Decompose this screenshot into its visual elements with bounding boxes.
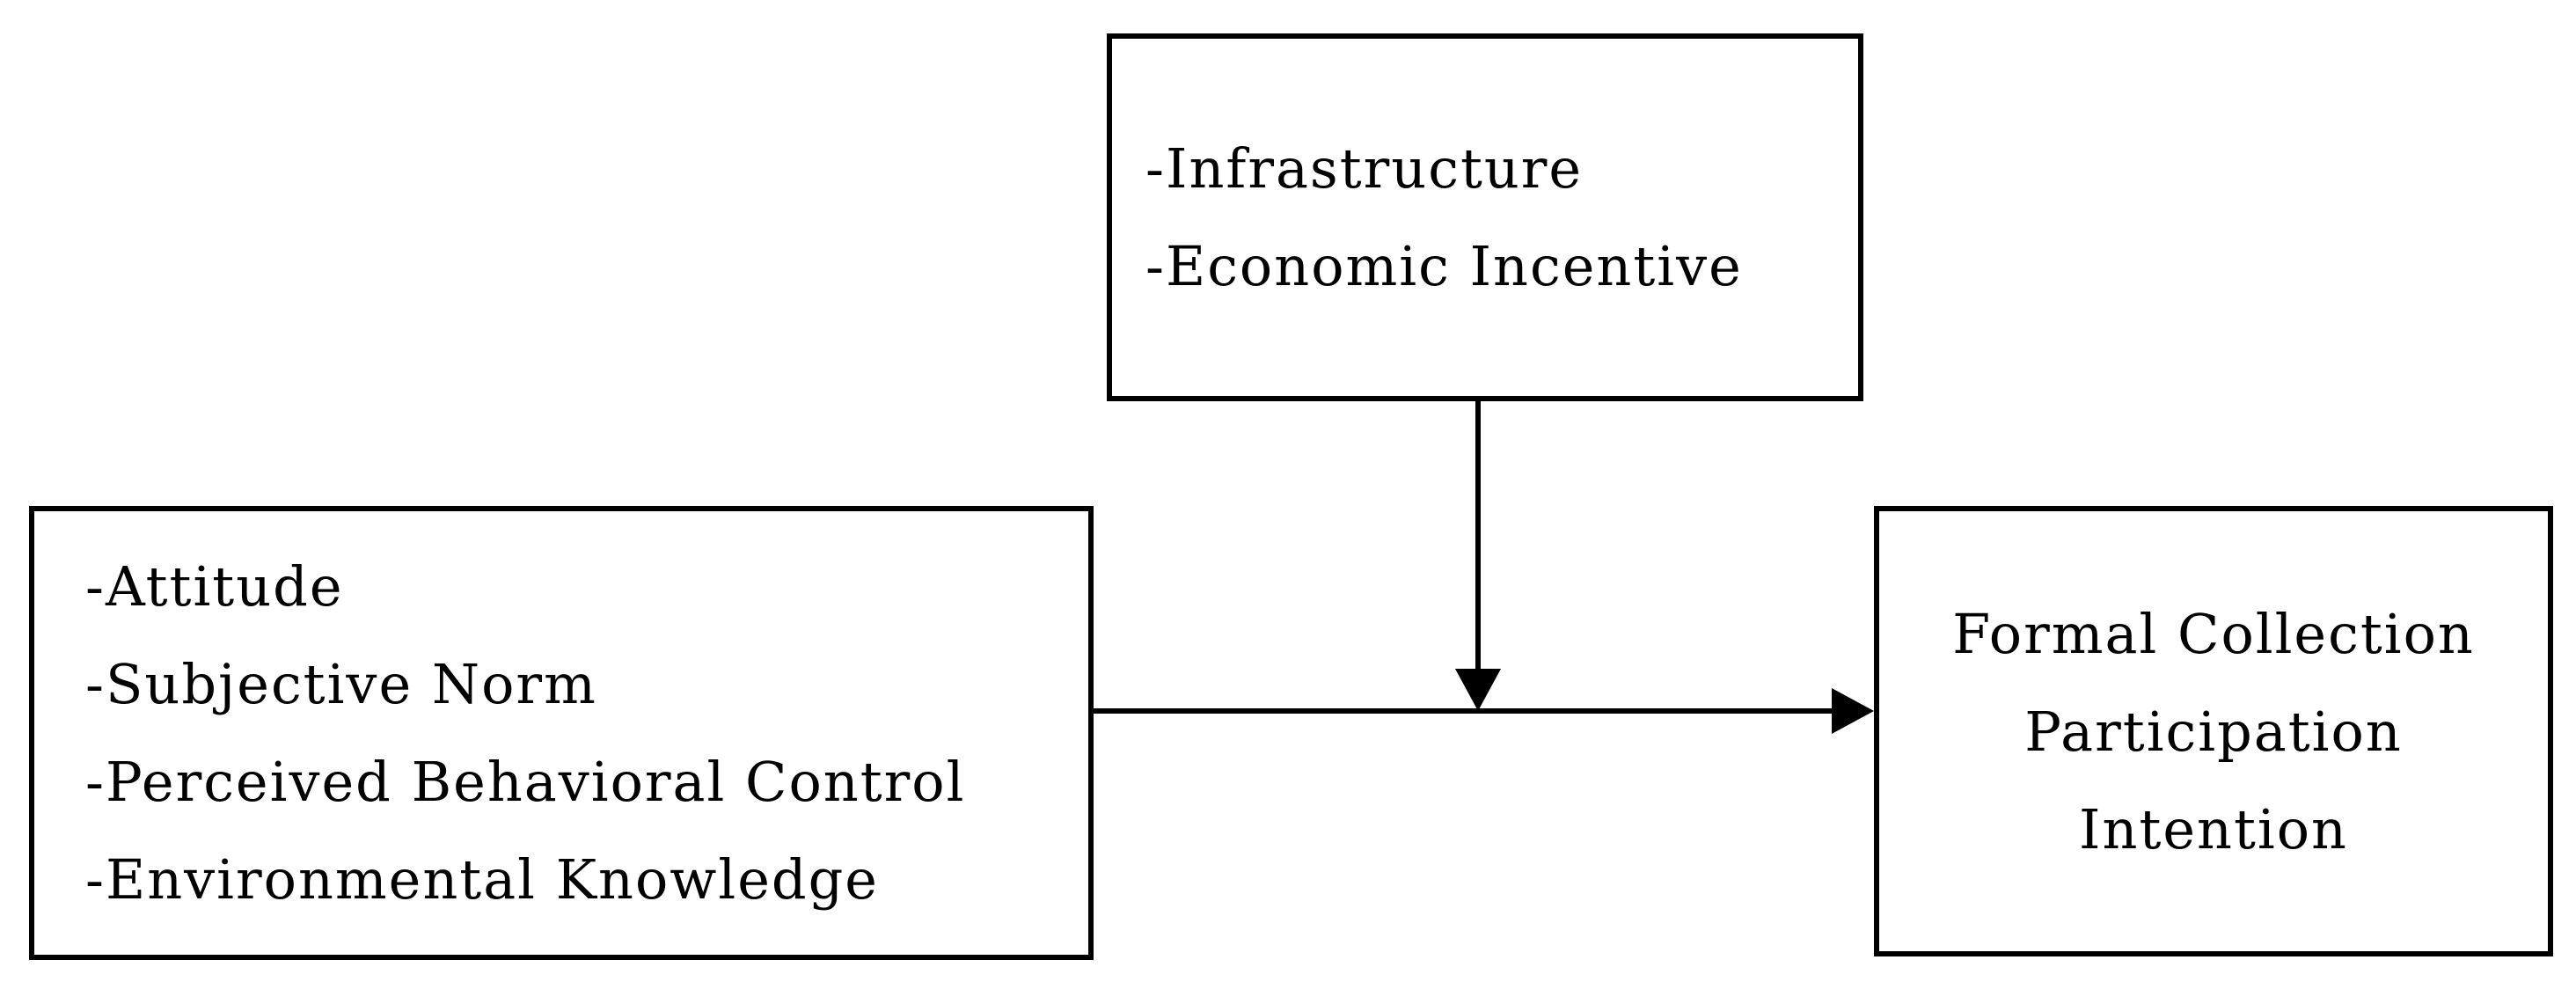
- right-arrowhead-icon: [1832, 688, 1874, 734]
- arrow-external-to-path-line: [1475, 400, 1481, 671]
- external-factor-item: -Economic Incentive: [1145, 234, 1743, 298]
- predictor-item: -Environmental Knowledge: [85, 847, 879, 912]
- down-arrowhead-icon: [1455, 669, 1501, 711]
- box-external-factors: -Infrastructure -Economic Incentive: [1107, 33, 1863, 401]
- predictor-item: -Perceived Behavioral Control: [85, 750, 966, 814]
- outcome-line: Formal Collection: [1952, 601, 2475, 666]
- arrow-predictors-to-outcome-line: [1093, 708, 1839, 714]
- outcome-line: Participation: [2024, 699, 2403, 764]
- external-factor-item: -Infrastructure: [1145, 136, 1584, 201]
- box-predictor-factors: -Attitude -Subjective Norm -Perceived Be…: [29, 506, 1094, 960]
- box-outcome-intention: Formal Collection Participation Intentio…: [1874, 506, 2553, 956]
- outcome-line: Intention: [2079, 796, 2348, 861]
- predictor-item: -Attitude: [85, 554, 344, 619]
- predictor-item: -Subjective Norm: [85, 652, 597, 716]
